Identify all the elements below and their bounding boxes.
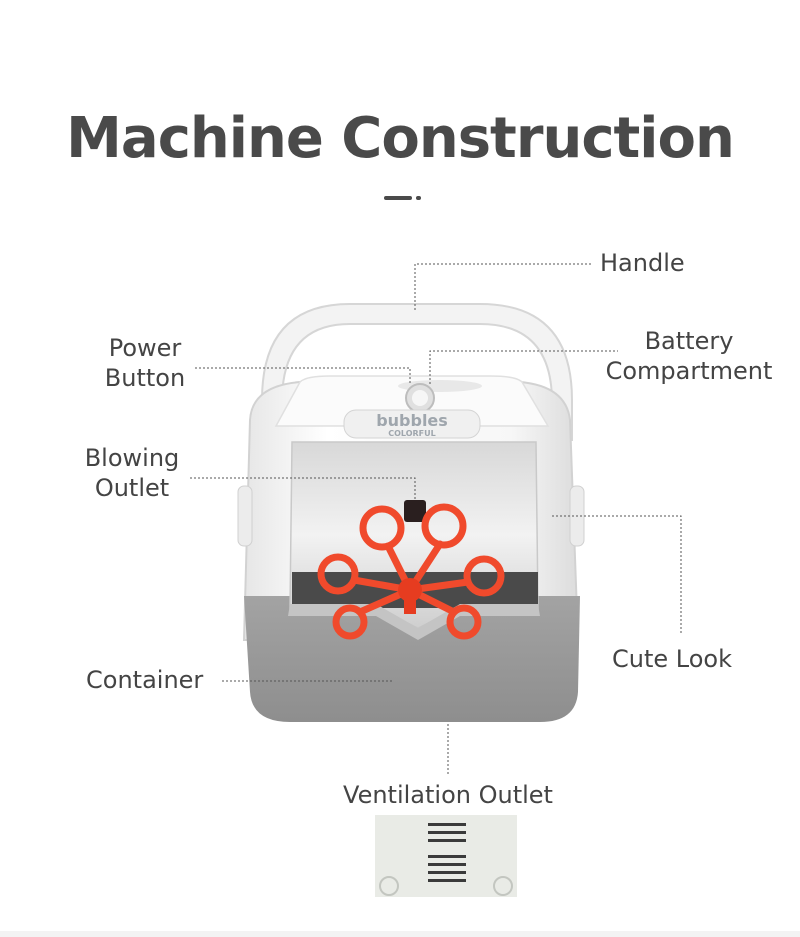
label-blowing-outlet: Blowing Outlet [72,443,192,503]
blowing-hole [404,500,426,522]
label-ventilation-outlet: Ventilation Outlet [343,781,553,809]
side-knob-left [237,485,253,547]
label-blowing-line2: Outlet [94,474,170,502]
label-blowing-line1: Blowing [84,444,180,472]
ventilation-slots [428,823,466,882]
label-container: Container [86,666,204,694]
label-battery-compartment: Battery Compartment [600,326,778,386]
page-title: Machine Construction [66,106,735,171]
leader-lines [190,263,682,776]
label-handle: Handle [600,249,685,277]
foot-left [379,876,399,896]
product-logo: bubbles COLORFUL [344,410,480,439]
label-cute-look: Cute Look [612,645,732,673]
title-underline-dot [416,196,421,200]
cute-leader [552,515,682,634]
label-battery-line2: Compartment [605,357,773,385]
label-power-button: Power Button [90,333,200,393]
label-power-line1: Power [108,334,182,362]
container-base [244,596,580,722]
power-leader [195,367,411,384]
bubble-wand [317,503,505,640]
label-power-line2: Button [104,364,186,392]
title-underline [384,196,412,200]
product-logo-main: bubbles [376,411,448,430]
label-battery-line1: Battery [644,327,734,355]
foot-right [493,876,513,896]
blowing-leader [190,477,416,500]
battery-leader [429,350,618,384]
handle-leader [414,263,592,310]
bottom-rule [0,931,800,937]
product-logo-sub: COLORFUL [388,429,436,438]
logo-plate [343,409,481,439]
